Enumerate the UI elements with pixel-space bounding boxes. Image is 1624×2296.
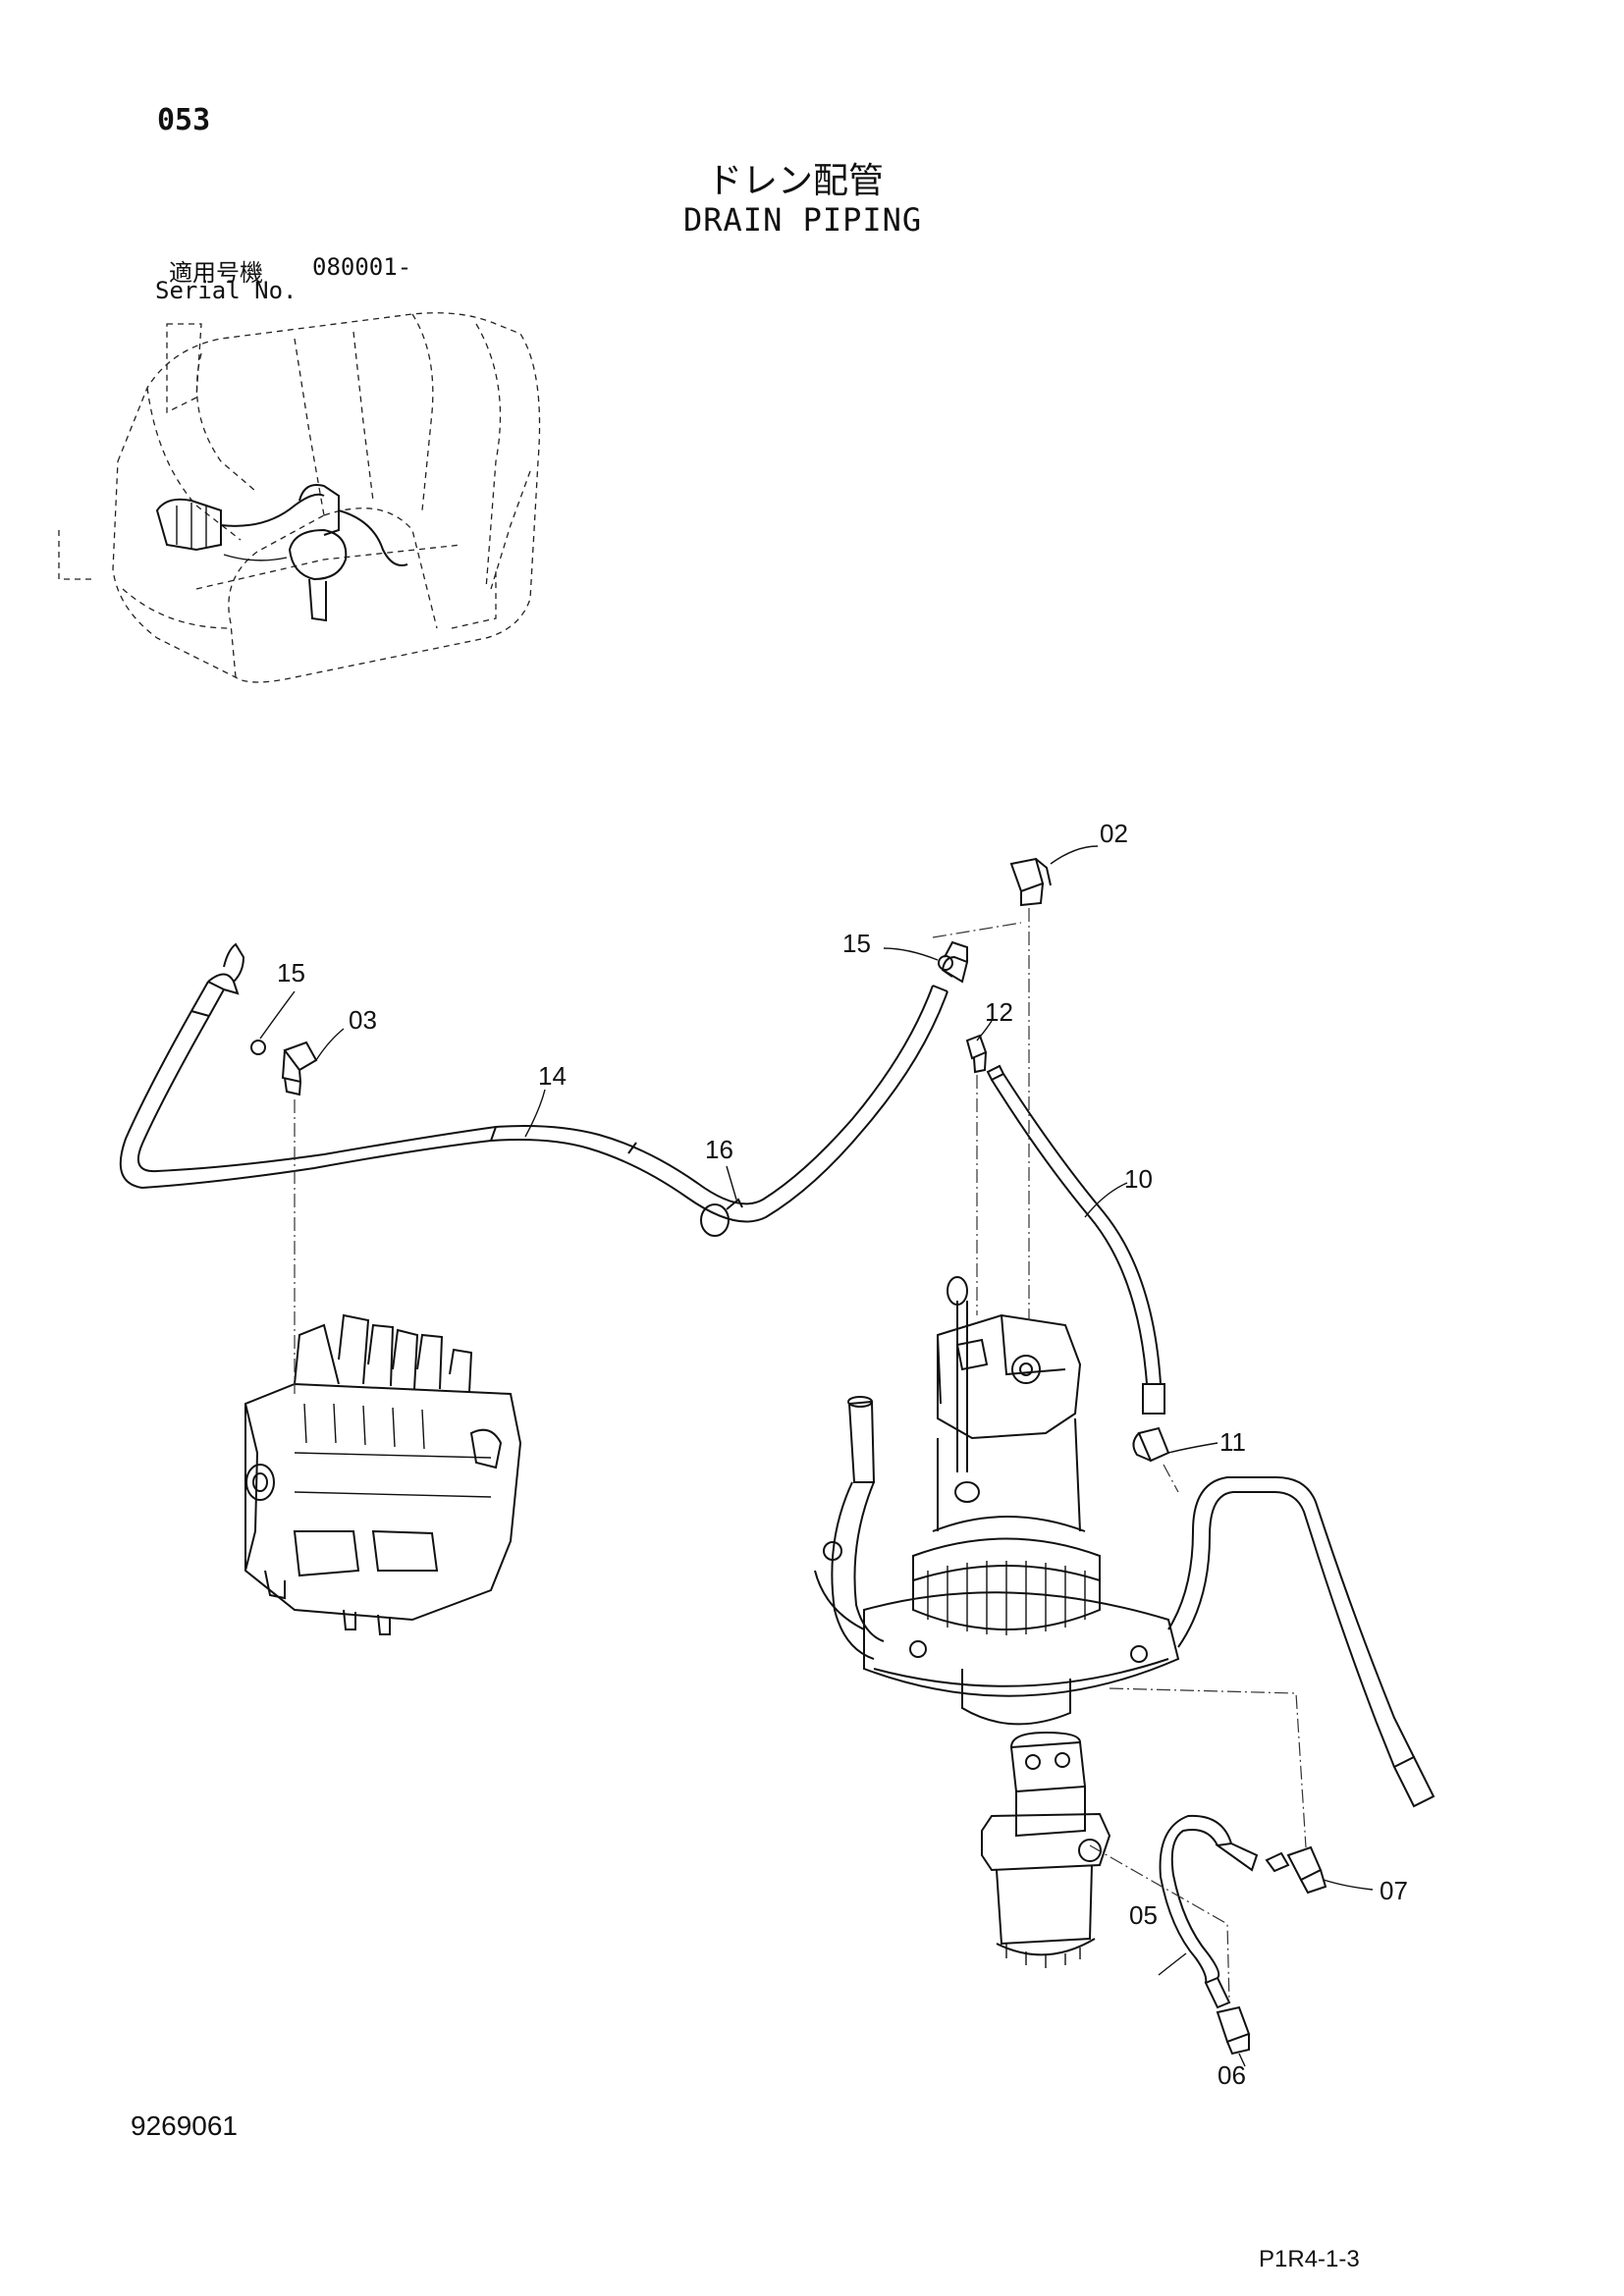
callout-06: 06 [1218,2060,1246,2090]
overview-highlighted-components [155,484,408,622]
page-title-ja: ドレン配管 [707,161,885,201]
elbow-fitting-11 [1132,1426,1170,1463]
elbow-fitting-03 [281,1041,318,1096]
callout-leaders [259,845,1374,2067]
machine-overview-outline [58,312,541,683]
page-number: 053 [157,103,211,137]
control-valve [244,1313,522,1635]
callout-07: 07 [1380,1876,1408,1905]
document-id: 9269061 [131,2110,239,2141]
serial-label-ja: 適用号機 [169,259,263,287]
elbow-fitting-02 [1009,857,1052,907]
elbow-fitting-06 [1216,2005,1251,2056]
page-reference: P1R4-1-3 [1259,2246,1360,2272]
swing-motor-assembly [814,1276,1435,1968]
callout-03: 03 [349,1005,377,1035]
o-ring-15-right [938,955,953,971]
callout-15-right: 15 [842,929,871,958]
assembly-chain-lines [294,908,1307,2003]
callout-16: 16 [705,1135,733,1164]
fitting-12 [965,1034,988,1074]
callout-12: 12 [985,997,1013,1027]
callout-05: 05 [1129,1900,1158,1930]
callout-15-left: 15 [277,958,305,988]
clamp-16 [700,1198,743,1237]
callout-14: 14 [538,1061,567,1091]
page-title-en: DRAIN PIPING [683,201,923,239]
callout-10: 10 [1124,1164,1153,1194]
hose-05 [1159,1814,1259,2009]
callout-11: 11 [1219,1427,1246,1457]
elbow-fitting-07 [1265,1845,1327,1895]
o-ring-15-left [250,1040,266,1055]
serial-label-en: Serial No. [155,277,298,304]
hose-14 [119,940,969,1223]
serial-value: 080001- [312,253,412,281]
callout-02: 02 [1100,819,1128,848]
hose-10 [986,1064,1165,1415]
